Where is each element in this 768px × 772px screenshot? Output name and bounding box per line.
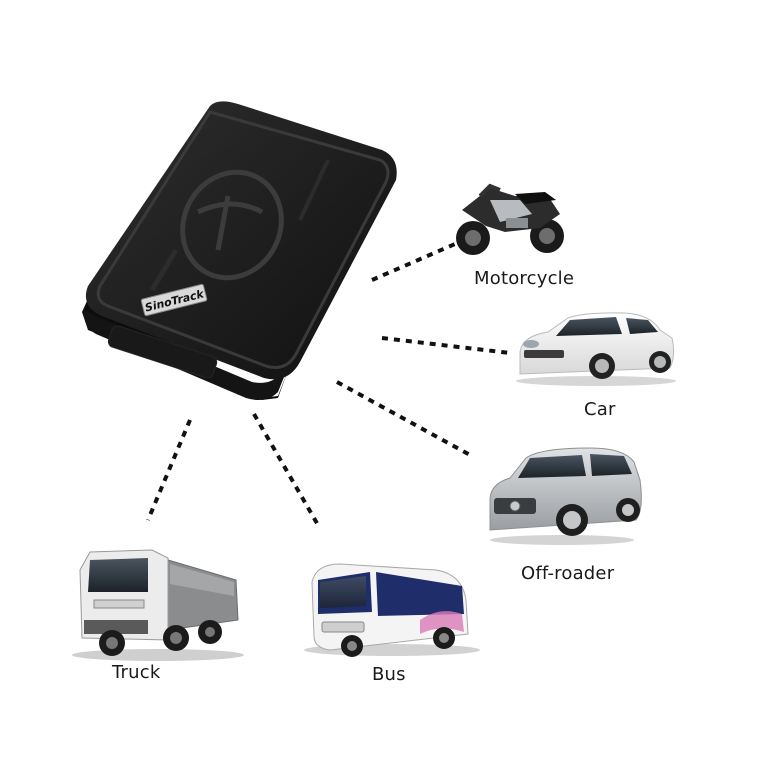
line-to-car [381, 336, 511, 355]
connector-lines [146, 242, 511, 526]
car-image [516, 312, 676, 386]
label-truck: Truck [112, 662, 161, 683]
label-motorcycle: Motorcycle [474, 268, 575, 289]
line-to-truck [146, 419, 192, 521]
truck-image [72, 549, 244, 661]
motorcycle-image [456, 183, 564, 255]
line-to-bus [252, 413, 320, 526]
offroader-image [489, 447, 642, 545]
label-bus: Bus [372, 664, 406, 685]
bus-image [304, 563, 480, 657]
line-to-offroader [336, 380, 471, 457]
label-car: Car [584, 399, 616, 420]
embossed-logo [180, 169, 284, 281]
label-offroader: Off-roader [521, 563, 615, 584]
gps-tracker-device: SinoTrack [82, 101, 397, 400]
line-to-motorcycle [371, 242, 456, 282]
